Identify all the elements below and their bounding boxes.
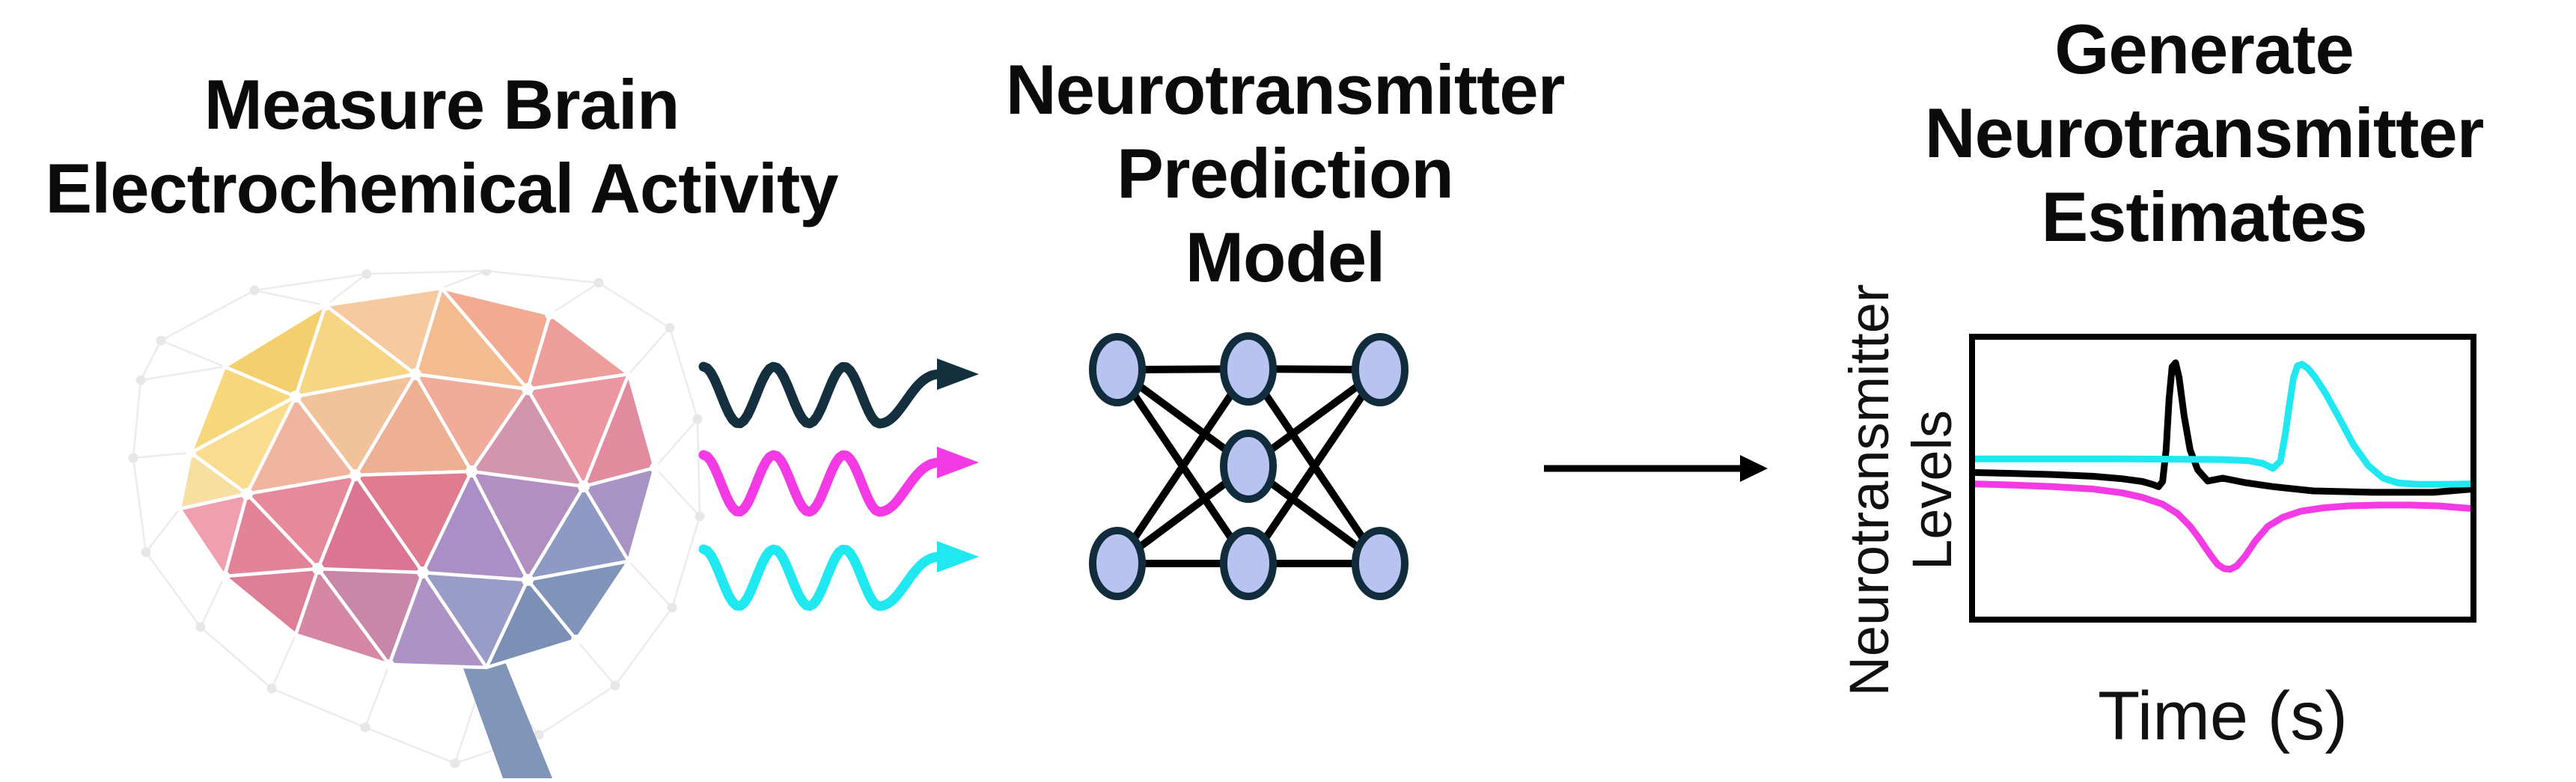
stage-measure-title: Measure Brain Electrochemical Activity <box>30 63 853 230</box>
flow-arrow-right-icon <box>1544 455 1768 482</box>
chart-y-axis-label: Neurotransmitter Levels <box>1838 228 1964 752</box>
stage-output-title-line-2: Neurotransmitter <box>1924 94 2485 172</box>
signal-wave-arrows-icon <box>698 358 979 611</box>
stage-model-title-line-3: Model <box>1185 218 1386 296</box>
chart-series-neurotransmitter-black <box>1972 359 2473 496</box>
low-poly-brain-illustration <box>128 269 705 778</box>
stage-output-title-line-3: Estimates <box>2041 177 2367 256</box>
chart-frame <box>1969 334 2476 623</box>
chart-series-neurotransmitter-magenta <box>1972 480 2473 573</box>
chart-plot-area <box>1969 334 2476 623</box>
stage-model-title: Neurotransmitter Prediction Model <box>911 48 1659 299</box>
chart-series-neurotransmitter-cyan <box>1972 361 2473 488</box>
network-neuron-node <box>1352 527 1408 600</box>
measured-signal-wave-2 <box>698 450 944 517</box>
stage-measure-title-line-1: Measure Brain <box>204 65 680 144</box>
network-neuron-node <box>1220 332 1277 406</box>
stage-output-title-line-1: Generate <box>2054 10 2354 88</box>
network-neuron-node <box>1352 333 1408 406</box>
measured-signal-wave-3 <box>698 544 944 611</box>
stage-output-title: Generate Neurotransmitter Estimates <box>1830 7 2576 259</box>
brain-triangles <box>177 286 657 670</box>
chart-x-axis-label: Time (s) <box>2098 678 2348 754</box>
network-neuron-node <box>1220 430 1277 503</box>
brain-stem <box>460 644 552 778</box>
measured-signal-wave-3-arrowhead <box>937 541 979 572</box>
chart-y-axis-label-line-1: Neurotransmitter <box>1838 284 1900 697</box>
chart-y-axis-label-line-2: Levels <box>1901 410 1963 570</box>
measured-signal-wave-1 <box>698 361 944 429</box>
network-neuron-node <box>1089 333 1146 406</box>
neural-network-diagram <box>1089 332 1408 600</box>
network-neuron-node <box>1089 527 1146 600</box>
stage-measure-title-line-2: Electrochemical Activity <box>45 149 838 227</box>
measured-signal-wave-1-arrowhead <box>937 358 979 390</box>
network-neuron-node <box>1220 527 1277 600</box>
measured-signal-wave-2-arrowhead <box>937 447 979 478</box>
stage-model-title-line-2: Prediction <box>1117 134 1454 213</box>
stage-model-title-line-1: Neurotransmitter <box>1005 50 1566 129</box>
